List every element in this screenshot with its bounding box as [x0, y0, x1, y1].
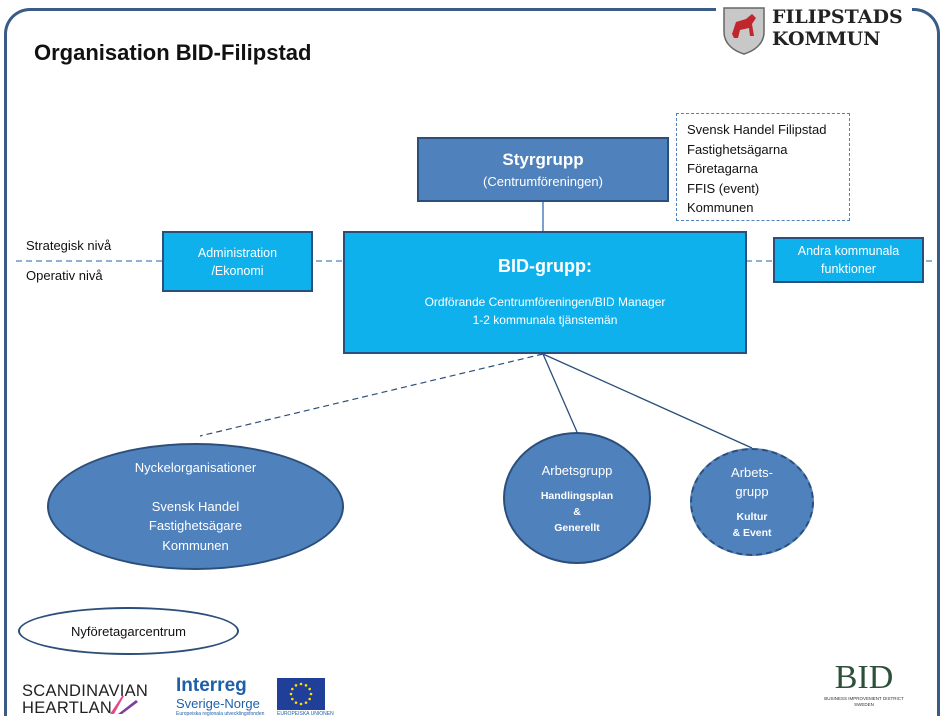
bid-logo-mark: BID: [834, 659, 894, 696]
member-item: Företagarna: [687, 161, 758, 176]
bid-sweden-logo: BID BUSINESS IMPROVEMENT DISTRICT SWEDEN: [814, 660, 914, 708]
styrgrupp-title: Styrgrupp: [502, 150, 584, 169]
member-item: Fastighetsägarna: [687, 141, 788, 157]
eu-star: [291, 697, 294, 701]
member-item: Svensk Handel Filipstad: [687, 122, 827, 137]
eu-flag-icon: [277, 678, 325, 710]
eu-stars: [289, 682, 313, 706]
connector-bid-nyckel: [199, 353, 544, 437]
bid-group-title: BID-grupp:: [498, 256, 592, 276]
bid-logo-line2: SWEDEN: [854, 702, 874, 707]
operative-level-label: Operativ nivå: [26, 268, 103, 283]
kommun-logo: [716, 2, 912, 58]
arbetsgrupp-handlingsplan-ellipse: Arbetsgrupp Handlingsplan & Generellt: [503, 432, 651, 564]
nyforetagarcentrum-ellipse: Nyföretagarcentrum: [18, 607, 239, 655]
eu-star: [299, 702, 303, 706]
andra-line2: funktioner: [821, 262, 876, 276]
eu-star: [299, 682, 303, 686]
kommun-logo-line2: KOMMUN: [772, 28, 881, 50]
scandinavian-heartland-logo: SCANDINAVIAN HEARTLAN: [22, 683, 148, 717]
andra-line1: Andra kommunala: [797, 244, 900, 258]
arbetsgrupp1-sub: Handlingsplan & Generellt: [541, 488, 613, 536]
eu-star: [308, 697, 311, 701]
bid-group-line1: Ordförande Centrumföreningen/BID Manager: [424, 295, 666, 309]
kommun-logo-text: FILIPSTADS KOMMUN: [772, 6, 903, 50]
nyckel-item: Fastighetsägare: [148, 518, 243, 533]
scandinavian-line1: SCANDINAVIAN: [22, 682, 149, 700]
eu-label: EUROPEISKA UNIONEN: [277, 711, 334, 717]
nyckel-item: Kommunen: [162, 537, 229, 553]
slide-frame: [4, 8, 940, 716]
nyckel-title: Nyckelorganisationer: [134, 460, 257, 475]
administration-line2: /Ekonomi: [211, 263, 264, 278]
interreg-subtitle: Sverige-Norge: [176, 696, 260, 711]
member-item: Kommunen: [687, 200, 754, 215]
administration-line1: Administration: [197, 245, 278, 260]
arbetsgrupp2-title-line1: Arbets-: [731, 465, 773, 480]
arbetsgrupp2-sub: Kultur & Event: [732, 509, 771, 541]
bid-logo-line1: BUSINESS IMPROVEMENT DISTRICT: [824, 696, 904, 701]
styrgrupp-members-box: Svensk Handel Filipstad Fastighetsägarna…: [676, 113, 850, 221]
connector-bid-arbetsgrupp1: [542, 353, 578, 433]
interreg-logo: Interreg Sverige-Norge Europeiska region…: [176, 676, 264, 718]
bid-group-box: BID-grupp: Ordförande Centrumföreningen/…: [343, 231, 747, 354]
eu-star: [294, 684, 298, 687]
interreg-fund: Europeiska regionala utvecklingsfonden: [176, 711, 265, 717]
bid-group-line2: 1-2 kommunala tjänstemän: [472, 313, 618, 327]
nyckel-item: Svensk Handel: [151, 498, 240, 514]
eu-star: [308, 687, 311, 691]
arbetsgrupp1-sub-line: Generellt: [554, 521, 600, 534]
arbetsgrupp2-sub-line: & Event: [732, 527, 772, 539]
eu-star: [291, 687, 294, 691]
interreg-title: Interreg: [176, 675, 247, 696]
page-title: Organisation BID-Filipstad: [34, 40, 312, 65]
eu-star: [304, 701, 308, 704]
arbetsgrupp1-sub-line: Handlingsplan: [540, 489, 614, 502]
strategic-level-label: Strategisk nivå: [26, 238, 112, 253]
kommun-logo-line1: FILIPSTADS: [772, 6, 903, 28]
arbetsgrupp2-title-line2: grupp: [735, 484, 769, 499]
scandinavian-line2: HEARTLAN: [22, 699, 113, 717]
arbetsgrupp-kultur-ellipse: Arbets- grupp Kultur & Event: [690, 448, 814, 556]
coat-of-arms-icon: [723, 7, 765, 55]
administration-box: Administration /Ekonomi: [162, 231, 313, 292]
eu-star: [294, 701, 298, 704]
styrgrupp-box: Styrgrupp (Centrumföreningen): [417, 137, 669, 202]
member-item: FFIS (event): [687, 180, 760, 196]
eu-star: [289, 692, 293, 696]
styrgrupp-subtitle: (Centrumföreningen): [483, 174, 603, 189]
arbetsgrupp2-sub-line: Kultur: [736, 511, 768, 523]
heartland-swoosh-icon: [110, 696, 138, 714]
nyckelorganisationer-ellipse: Nyckelorganisationer Svensk Handel Fasti…: [47, 443, 344, 570]
eu-star: [304, 684, 308, 687]
arbetsgrupp1-title: Arbetsgrupp: [541, 462, 613, 478]
connector-bid-arbetsgrupp2: [542, 353, 753, 449]
eu-star: [309, 692, 313, 696]
andra-funktioner-box: Andra kommunala funktioner: [773, 237, 924, 283]
arbetsgrupp1-sub-line: &: [573, 505, 581, 518]
